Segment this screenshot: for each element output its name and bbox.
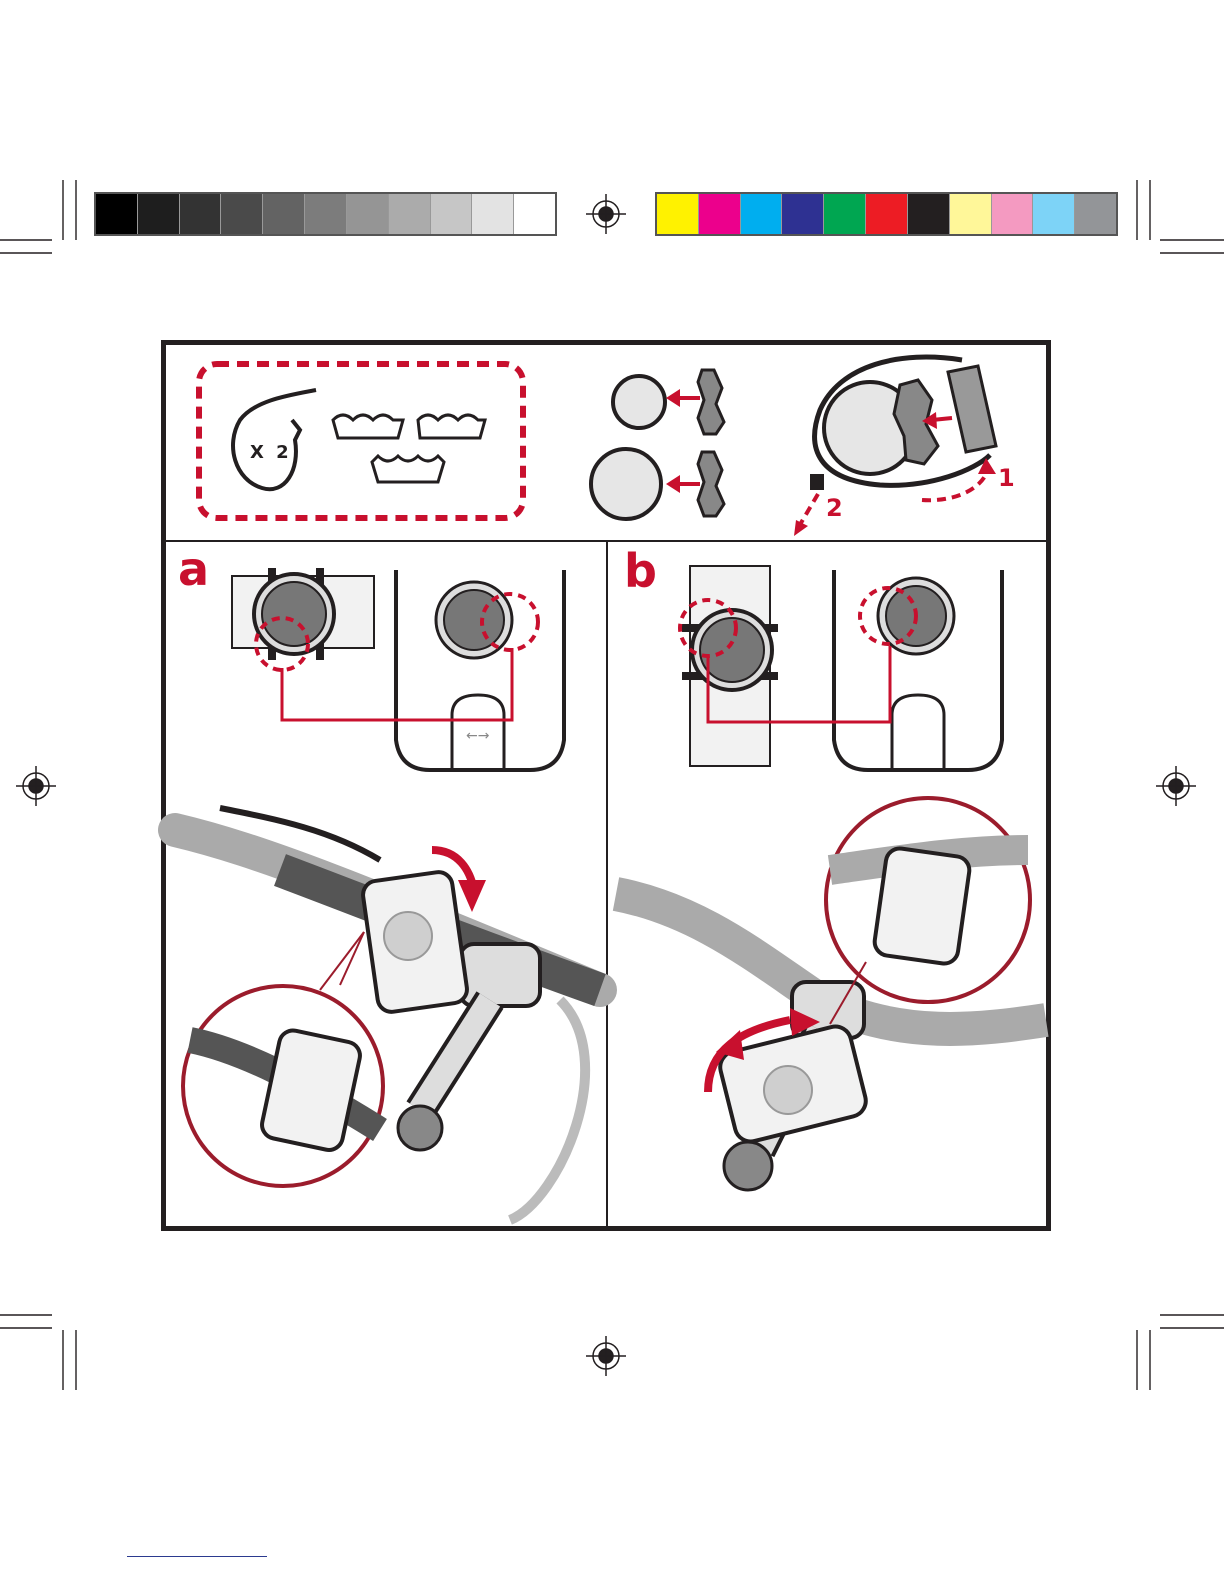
panel-a-bike-illustration [175, 808, 600, 1220]
usb-icon: ←→ [466, 728, 490, 744]
rubber-pad-icon [333, 415, 485, 482]
strap-assembly-diagram [794, 357, 996, 536]
footer-rule [127, 1556, 267, 1557]
step-two-label: 2 [826, 496, 843, 520]
multiplier-label: X 2 [250, 442, 292, 463]
panel-b-bike-illustration [616, 798, 1046, 1190]
panel-b-mount-diagram [680, 566, 1002, 770]
panel-b-label: b [624, 548, 657, 594]
panel-a-label: a [178, 546, 209, 592]
strap-icon [233, 390, 316, 489]
red-arrow-icon [666, 389, 700, 493]
panel-a-mount-diagram: ←→ [232, 568, 564, 770]
step-one-label: 1 [998, 466, 1015, 490]
pad-fitting-diagram [591, 370, 724, 519]
parts-box [199, 364, 523, 518]
